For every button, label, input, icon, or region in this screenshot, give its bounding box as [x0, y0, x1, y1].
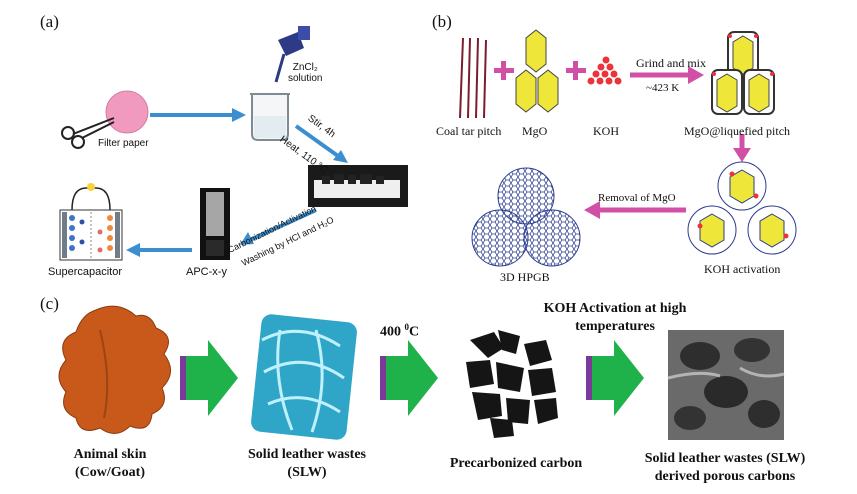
precarbonized-carbon-image — [466, 330, 558, 438]
coal-tar-pitch-label: Coal tar pitch — [436, 124, 502, 138]
precarbonized-label: Precarbonized carbon — [449, 456, 583, 471]
animal-skin-label: Animal skin (Cow/Goat) — [50, 446, 170, 482]
supercapacitor-icon — [59, 183, 123, 261]
panel-a-label: (a) — [40, 12, 59, 31]
koh-activation-spheres — [687, 161, 797, 255]
koh-label: KOH — [593, 124, 619, 138]
plus-icon-2 — [566, 61, 586, 80]
slw-line1: Solid leather wastes — [248, 447, 366, 462]
beaker-icon — [250, 93, 290, 141]
derived-line1: Solid leather wastes (SLW) — [644, 451, 806, 466]
temp-value: 400 — [380, 324, 405, 340]
panel-b-label: (b) — [432, 12, 452, 31]
temperature-400-label: 400 0C — [380, 322, 419, 341]
supercapacitor-label: Supercapacitor — [48, 266, 122, 278]
slw-line2: (SLW) — [287, 465, 327, 480]
animal-skin-image — [58, 305, 171, 434]
grind-mix-label: Grind and mix — [636, 56, 706, 70]
koh-high-line2: temperatures — [575, 319, 655, 334]
animal-skin-line1: Animal skin — [73, 447, 147, 462]
slw-label: Solid leather wastes (SLW) — [232, 446, 382, 482]
porous-carbon-sem-image — [667, 330, 785, 440]
temp-unit: C — [409, 324, 420, 340]
mgo-liquefied-label: MgO@liquefied pitch — [684, 124, 791, 138]
removal-label: Removal of MgO — [598, 192, 676, 204]
filter-paper-disc — [105, 90, 149, 134]
temp-sup: 0 — [404, 322, 410, 332]
green-arrow-1 — [180, 340, 238, 416]
derived-carbons-label: Solid leather wastes (SLW) derived porou… — [620, 450, 830, 486]
hpgb-spheres-icon — [471, 167, 581, 267]
slw-image — [251, 314, 357, 440]
arrow-a2 — [294, 124, 340, 158]
animal-skin-line2: (Cow/Goat) — [75, 465, 145, 480]
temperature-label: ~423 K — [646, 82, 680, 94]
zncl2-label: ZnCl₂ solution — [288, 62, 322, 84]
pipette-icon — [274, 26, 310, 83]
panel-c-label: (c) — [40, 294, 59, 313]
coal-tar-pitch-icon — [459, 37, 487, 119]
mgo-label: MgO — [522, 124, 548, 138]
green-arrow-2 — [380, 340, 438, 416]
scissors-icon — [61, 117, 115, 149]
zncl2-line2: solution — [288, 73, 323, 84]
green-arrow-3 — [586, 340, 644, 416]
hpgb-label: 3D HPGB — [500, 270, 550, 284]
zncl2-line1: ZnCl₂ — [292, 62, 318, 73]
koh-pile-icon — [587, 56, 622, 85]
koh-high-temp-label: KOH Activation at high temperatures — [520, 300, 710, 336]
koh-activation-label: KOH activation — [704, 262, 781, 276]
derived-line2: derived porous carbons — [654, 469, 796, 484]
arrow-a3 — [249, 208, 317, 242]
plus-icon-1 — [494, 61, 514, 80]
apc-label: APC-x-y — [186, 266, 227, 278]
koh-high-line1: KOH Activation at high — [543, 301, 687, 316]
mgo-crystals-icon — [515, 29, 559, 113]
filter-paper-label: Filter paper — [98, 138, 149, 149]
mgo-liquefied-pitch-icon — [711, 31, 775, 115]
